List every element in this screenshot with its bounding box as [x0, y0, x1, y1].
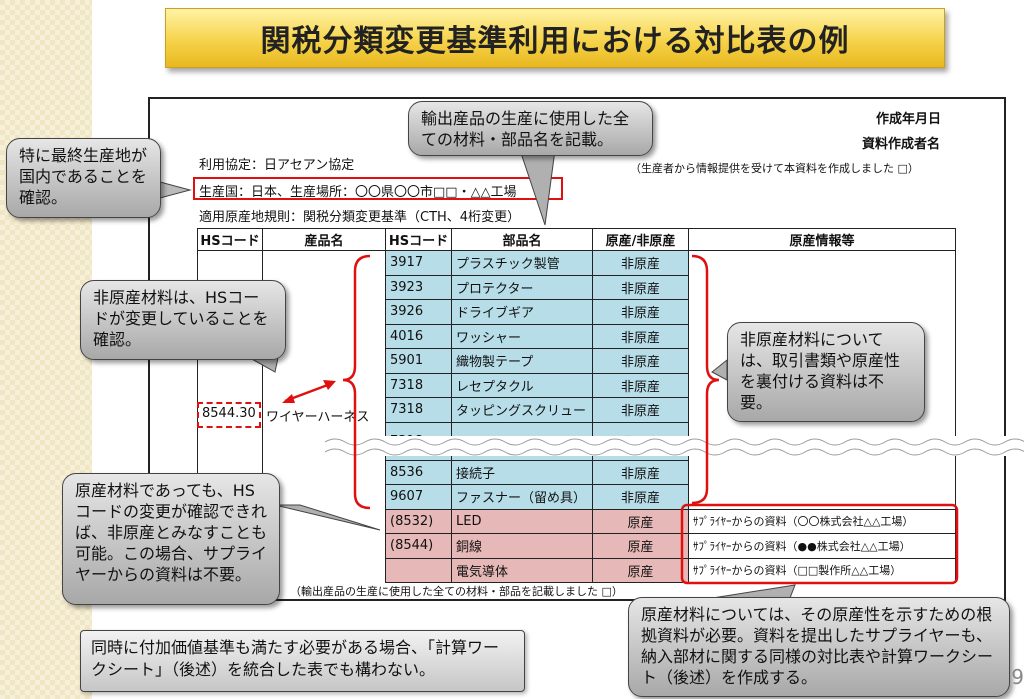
- origin-info: [688, 460, 956, 485]
- product-name: ワイヤーハーネス: [266, 410, 370, 425]
- origin-status: 原産: [592, 533, 689, 559]
- product-hs-cell: [197, 250, 263, 275]
- part-name: 織物製テープ: [451, 348, 593, 374]
- origin-status: 原産: [592, 557, 689, 583]
- part-hs: 3926: [385, 299, 452, 325]
- origin-status: 非原産: [592, 274, 689, 300]
- col-hs: HSコード: [197, 228, 263, 251]
- product-hs-cell: [197, 397, 263, 422]
- part-hs: 7318: [385, 372, 452, 398]
- info-note: （生産者から情報提供を受けて本資料を作成しました □）: [630, 162, 919, 175]
- origin-status: 非原産: [592, 459, 689, 485]
- part-name: ワッシャー: [451, 323, 593, 349]
- callout-originating: 原産材料であっても、HSコードの変更が確認できれば、非原産とみなすことも可能。こ…: [62, 473, 280, 605]
- callout-supplier-docs: 原産材料については、その原産性を示すための根拠資料が必要。資料を提出したサプライ…: [628, 597, 1010, 697]
- created-date-label: 作成年月日: [876, 112, 942, 127]
- part-hs: 3923: [385, 274, 452, 300]
- product-hs-highlight: [197, 402, 261, 428]
- product-hs-cell: [197, 373, 263, 398]
- callout-all-materials: 輸出産品の生産に使用した全ての材料・部品名を記載。: [408, 101, 653, 156]
- product-hs: 8544.30: [202, 406, 256, 421]
- part-hs: 9607: [385, 484, 452, 510]
- slide-title: 関税分類変更基準利用における対比表の例: [165, 8, 945, 68]
- col-product: 産品名: [262, 228, 386, 251]
- product-hs-cell: [197, 422, 263, 460]
- col-info: 原産情報等: [688, 228, 956, 251]
- origin-info: ｻﾌﾟﾗｲﾔｰからの資料（●●株式会社△△工場）: [688, 533, 956, 559]
- col-origin: 原産/非原産: [592, 228, 689, 251]
- table-footnote: （輸出産品の生産に使用した全ての材料・部品を記載しました □）: [290, 585, 623, 598]
- production-highlight: [193, 177, 563, 200]
- origin-status: 非原産: [592, 397, 689, 423]
- origin-info: [688, 250, 956, 275]
- part-hs: [385, 557, 452, 583]
- origin-status: 非原産: [592, 372, 689, 398]
- callout-no-docs: 非原産材料については、取引書類や原産性を裏付ける資料は不要。: [727, 322, 925, 422]
- part-name: 銅線: [451, 533, 593, 559]
- part-name: 接続子: [451, 459, 593, 485]
- origin-status: 原産: [592, 508, 689, 534]
- part-name: タッピングスクリュー: [451, 397, 593, 423]
- author-label: 資料作成者名: [862, 137, 941, 152]
- part-name: 電気導体: [451, 557, 593, 583]
- origin-info: [688, 275, 956, 300]
- part-name: プロテクター: [451, 274, 593, 300]
- origin-status: 非原産: [592, 348, 689, 374]
- bottom-note: 同時に付加価値基準も満たす必要がある場合、「計算ワークシート」（後述）を統合した…: [80, 630, 525, 692]
- production-label: 生産国：日本、生産場所：〇〇県〇〇市□□・△△工場: [199, 185, 517, 200]
- supplier-docs-highlight: [680, 503, 959, 585]
- origin-status: 非原産: [592, 323, 689, 349]
- break-wave: [325, 436, 1024, 456]
- origin-status: 非原産: [592, 484, 689, 510]
- col-part-name: 部品名: [451, 228, 593, 251]
- origin-status: 非原産: [592, 250, 689, 276]
- origin-status: 非原産: [592, 299, 689, 325]
- product-name-cell: [262, 533, 386, 558]
- callout-final-place: 特に最終生産地が国内であることを確認。: [6, 138, 161, 218]
- page-number: 9: [1011, 665, 1024, 689]
- origin-info: ｻﾌﾟﾗｲﾔｰからの資料（□□製作所△△工場）: [688, 557, 956, 583]
- rule-label: 適用原産地規則：関税分類変更基準（CTH、4桁変更）: [199, 210, 521, 225]
- part-name: プラスチック製管: [451, 250, 593, 276]
- part-hs: (8532): [385, 508, 452, 534]
- origin-info: [688, 299, 956, 324]
- part-hs: 5901: [385, 348, 452, 374]
- left-brace: [342, 254, 371, 510]
- part-hs: 8536: [385, 459, 452, 485]
- product-name-cell: [262, 460, 386, 485]
- callout-hs-change: 非原産材料は、HSコードが変更していることを確認。: [80, 280, 286, 360]
- product-name-cell: [262, 250, 386, 275]
- background-pattern: [0, 0, 92, 699]
- part-name: ファスナー（留め具）: [451, 484, 593, 510]
- table-row: 電気導体原産ｻﾌﾟﾗｲﾔｰからの資料（□□製作所△△工場）: [197, 557, 956, 583]
- agreement-label: 利用協定：日アセアン協定: [199, 158, 355, 173]
- part-hs: (8544): [385, 533, 452, 559]
- right-brace: [691, 254, 720, 505]
